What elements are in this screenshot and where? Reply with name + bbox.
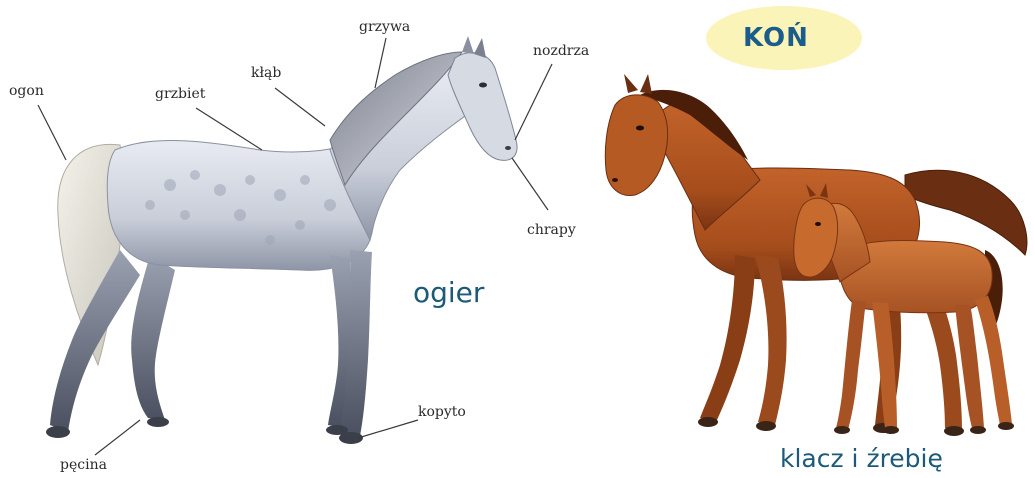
mare-front-leg-near	[755, 255, 787, 425]
label-kopyto: kopyto	[418, 405, 466, 419]
label-ogon: ogon	[9, 84, 44, 98]
label-grzywa: grzywa	[359, 20, 410, 34]
label-grzbiet: grzbiet	[155, 87, 205, 101]
leader-klab	[275, 88, 325, 126]
caption-mare-foal: klacz i źrebię	[780, 446, 943, 471]
label-klab: kłąb	[251, 66, 281, 80]
leader-chrapy	[512, 158, 548, 210]
leader-kopyto	[358, 420, 418, 438]
stallion-illustration	[46, 36, 517, 444]
leader-grzywa	[375, 38, 386, 88]
leader-ogon	[38, 105, 66, 160]
leader-nozdrza	[515, 64, 552, 140]
mare-front-leg-far	[700, 255, 755, 422]
label-pecina: pęcina	[60, 458, 107, 472]
stallion-hind-leg-far	[131, 255, 175, 420]
label-chrapy: chrapy	[527, 223, 576, 237]
label-nozdrza: nozdrza	[533, 44, 589, 58]
page-title: KOŃ	[743, 23, 809, 53]
leader-pecina	[95, 420, 140, 455]
caption-stallion: ogier	[413, 279, 484, 307]
